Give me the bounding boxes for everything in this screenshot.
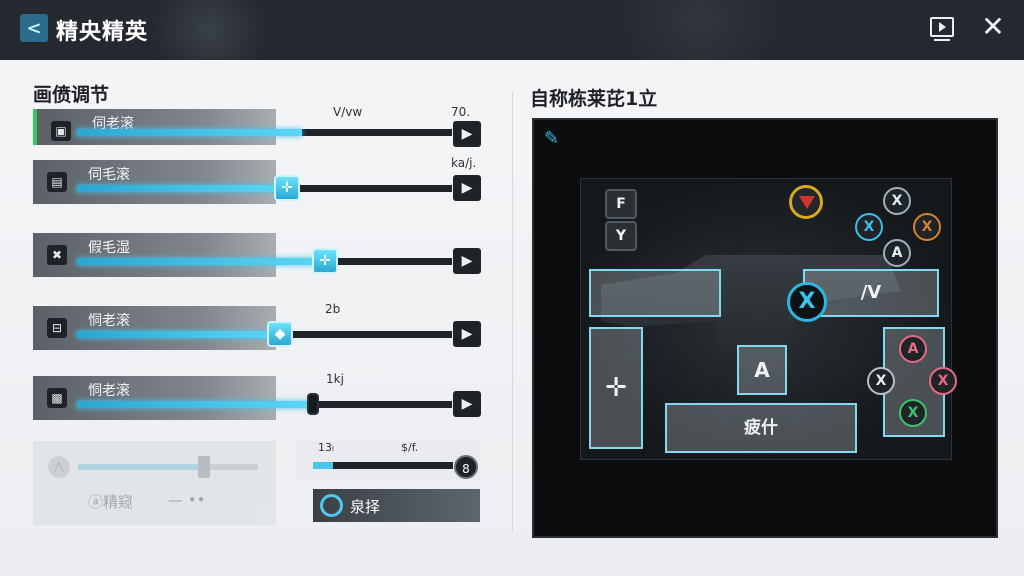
slider-label: 恫老滚 <box>88 383 130 399</box>
slider-label-panel: ▩ 恫老滚 <box>33 376 276 420</box>
slider-knob[interactable] <box>307 393 319 415</box>
image-icon: ▣ <box>51 121 71 141</box>
slider-track[interactable]: ◆ <box>77 321 452 347</box>
tools-icon: ✖ <box>47 245 67 265</box>
face-button-top-a[interactable]: A <box>899 335 927 363</box>
face-button-bottom-x[interactable]: X <box>899 399 927 427</box>
center-x-button[interactable]: X <box>787 282 827 322</box>
slider-label: 伺毛滚 <box>88 167 130 183</box>
page-title: 精央精英 <box>56 20 149 45</box>
mini-slider-button[interactable]: 8 <box>454 455 478 479</box>
center-a-box[interactable]: A <box>737 345 787 395</box>
slider-label-panel: ▣ 伺老滚 <box>33 109 276 145</box>
close-icon[interactable]: ✕ <box>981 10 1005 43</box>
slider-knob[interactable]: ◆ <box>267 321 293 347</box>
slider-fill <box>77 129 302 136</box>
slider-value: V/vw <box>333 105 363 119</box>
disabled-slider-label: ⓐ精窥 <box>88 493 134 511</box>
doc-icon: ▤ <box>47 172 67 192</box>
controller-preview: ✎ F Y X X X A /V X ✛ A 疲什 A X X X <box>532 118 998 538</box>
reset-button[interactable]: 泉择 <box>313 489 480 522</box>
dpad-box[interactable]: ✛ <box>589 327 643 449</box>
face-button-left-x[interactable]: X <box>855 213 883 241</box>
slider-value-max: ka/j. <box>451 156 477 170</box>
slider-track[interactable] <box>77 393 452 415</box>
slider-fill <box>77 185 287 192</box>
preview-stage: F Y X X X A /V X ✛ A 疲什 A X X X <box>580 178 957 460</box>
left-control-box[interactable] <box>589 269 721 317</box>
target-icon[interactable] <box>789 185 823 219</box>
slider-track[interactable]: ✛ <box>77 175 452 201</box>
disabled-slider-fill <box>78 464 203 470</box>
slider-value-max: 70. <box>451 105 471 119</box>
play-arrow-icon[interactable]: ▶ <box>453 391 481 417</box>
mini-slider-fill <box>313 462 333 469</box>
slider-label: 恫老滚 <box>88 313 130 329</box>
face-button-right-x2[interactable]: X <box>929 367 957 395</box>
screen-play-icon[interactable] <box>930 17 954 41</box>
bottom-action-box[interactable]: 疲什 <box>665 403 857 453</box>
slider-value: 2b <box>325 302 341 316</box>
mini-slider-row: 13ₗ $/f. 8 <box>296 441 480 481</box>
slider-label-panel: ⊟ 恫老滚 <box>33 306 276 350</box>
play-arrow-icon[interactable]: ▶ <box>453 175 481 201</box>
mini-slider-value-max: $/f. <box>401 441 419 454</box>
face-button-a[interactable]: A <box>883 239 911 267</box>
ruler-icon: ⊟ <box>47 318 67 338</box>
key-f[interactable]: F <box>605 189 637 219</box>
slider-fill <box>77 401 313 408</box>
slider-label-panel: ▤ 伺毛滚 <box>33 160 276 204</box>
disabled-slider-panel: ⋀ ⓐ精窥 — •• <box>33 441 276 525</box>
mini-slider-value: 13ₗ <box>318 441 334 454</box>
layers-icon: ▩ <box>47 388 67 408</box>
preview-section-title: 自称栋莱芘1⽴ <box>530 88 658 110</box>
disabled-slider-track <box>78 456 258 478</box>
slider-row: ⊟ 恫老滚 ◆ 2b ▶ <box>33 302 481 350</box>
reset-label: 泉择 <box>350 498 381 516</box>
back-chevron-icon[interactable]: < <box>20 14 48 42</box>
face-button-left-x2[interactable]: X <box>867 367 895 395</box>
slider-row: ▩ 恫老滚 1kj ▶ <box>33 372 481 420</box>
slider-row: ✖ 假毛湿 ✛ ▶ <box>33 233 481 277</box>
slider-fill <box>77 331 280 338</box>
play-arrow-icon[interactable]: ▶ <box>453 321 481 347</box>
slider-icon: ⋀ <box>48 456 70 478</box>
slider-row: ▤ 伺毛滚 ✛ ka/j. ▶ <box>33 156 481 204</box>
slider-knob[interactable]: ✛ <box>312 248 338 274</box>
disabled-slider-knob <box>198 456 210 478</box>
mini-slider-track[interactable] <box>313 462 453 469</box>
slider-track[interactable] <box>77 129 452 136</box>
column-divider <box>512 92 513 532</box>
face-button-right-x[interactable]: X <box>913 213 941 241</box>
slider-row: ▣ 伺老滚 V/vw 70. ▶ <box>33 105 481 153</box>
play-arrow-icon[interactable]: ▶ <box>453 248 481 274</box>
slider-label-panel: ✖ 假毛湿 <box>33 233 276 277</box>
play-arrow-icon[interactable]: ▶ <box>453 121 481 147</box>
slider-label: 伺老滚 <box>92 116 134 132</box>
slider-label: 假毛湿 <box>88 240 130 256</box>
face-button-top-x[interactable]: X <box>883 187 911 215</box>
reset-ring-icon <box>320 494 343 517</box>
graphics-section-title: 画偾调节 <box>33 84 110 106</box>
disabled-slider-dash: — •• <box>168 491 206 509</box>
slider-track[interactable]: ✛ <box>77 248 452 274</box>
key-y[interactable]: Y <box>605 221 637 251</box>
slider-knob[interactable]: ✛ <box>274 175 300 201</box>
slider-value: 1kj <box>326 372 344 386</box>
slider-fill <box>77 258 325 265</box>
top-bar: < 精央精英 ✕ <box>0 0 1024 58</box>
pen-icon[interactable]: ✎ <box>544 128 560 149</box>
